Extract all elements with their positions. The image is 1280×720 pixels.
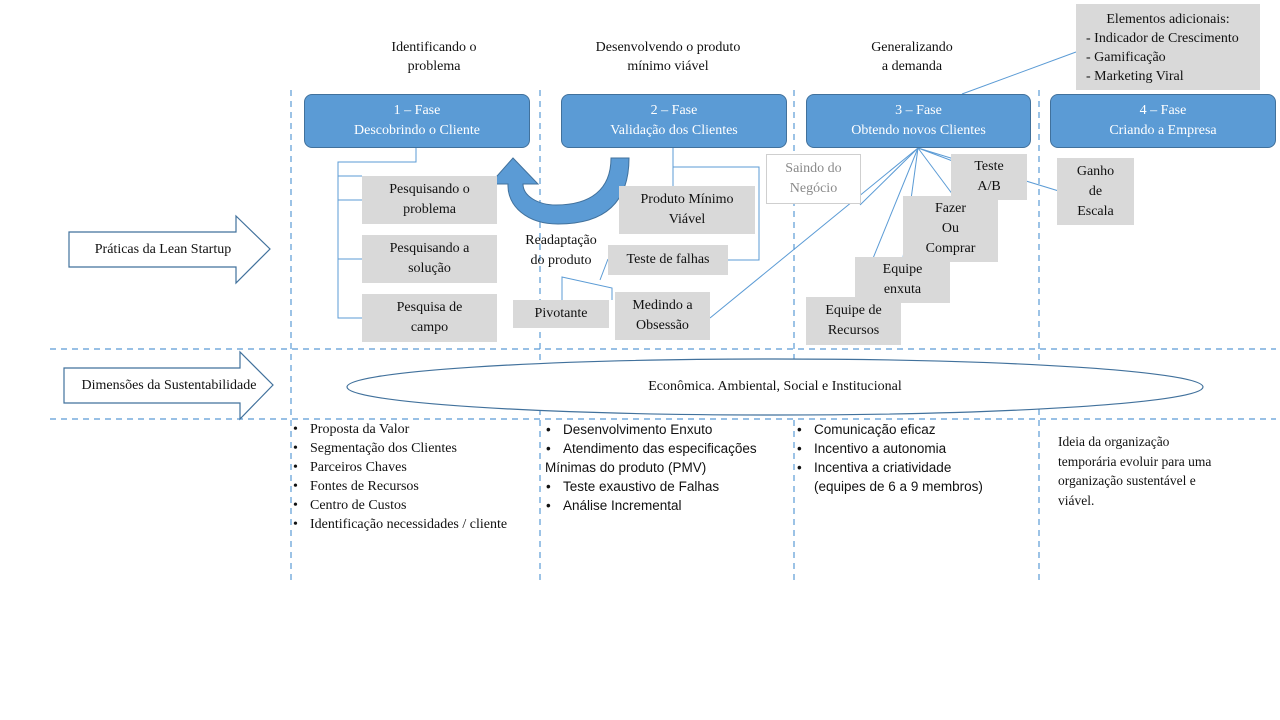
list-item: Segmentação dos Clientes [292,439,507,458]
stage-label-generalize: Generalizando a demanda [871,40,953,74]
phase-name: Criando a Empresa [1109,123,1217,138]
practice-box-research-solution: Pesquisando a solução [362,235,497,283]
list-item: Teste exaustivo de Falhas [545,477,757,496]
list-item: Desenvolvimento Enxuto [545,420,757,439]
practice-box-obsession: Medindo a Obsessão [615,292,710,340]
additional-elements-box: Elementos adicionais: - Indicador de Cre… [1076,4,1260,90]
readaptation-label: Readaptação do produto [525,233,597,268]
practice-box-make-or-buy: Fazer Ou Comprar [903,196,998,262]
phase-3-box: 3 – Fase Obtendo novos Clientes [806,94,1031,148]
list-item: Atendimento das especificações [545,439,757,458]
phase-name: Obtendo novos Clientes [851,123,986,138]
list-item: Incentivo a autonomia [796,439,983,458]
practice-box-ab-test: Teste A/B [951,154,1027,200]
list-item: Parceiros Chaves [292,458,507,477]
practice-box-mvp: Produto Mínimo Viável [619,186,755,234]
phase-1-box: 1 – Fase Descobrindo o Cliente [304,94,530,148]
phase-number: 2 – Fase [650,103,698,118]
practice-box-field-research: Pesquisa de campo [362,294,497,342]
practice-box-lean-team: Equipe enxuta [855,257,950,303]
additional-item: - Indicador de Crescimento [1086,31,1239,46]
phase-name: Validação dos Clientes [610,123,738,138]
list-item: Proposta da Valor [292,420,507,439]
stage-label-develop: Desenvolvendo o produto mínimo viável [595,40,741,74]
practice-box-resource-team: Equipe de Recursos [806,297,901,345]
list-item: Centro de Custos [292,496,507,515]
additional-elements-title: Elementos adicionais: [1106,12,1230,27]
additional-item: - Marketing Viral [1086,69,1184,84]
sustainability-dimensions-text: Econômica. Ambiental, Social e Instituci… [648,379,902,394]
sustainability-ellipse [346,358,1204,416]
sustainability-row-label: Dimensões da Sustentabilidade [81,377,257,393]
practice-box-pivot: Pivotante [513,300,609,328]
practices-row-label: Práticas da Lean Startup [94,241,232,257]
practices-arrow-shape [68,214,271,285]
phase-number: 1 – Fase [393,103,441,118]
phase-number: 4 – Fase [1139,103,1187,118]
list-item: Fontes de Recursos [292,477,507,496]
practice-box-leaving-business: Saindo do Negócio [766,154,861,204]
list-item: Comunicação eficaz [796,420,983,439]
phase-4-details-text: Ideia da organização temporária evoluir … [1058,434,1212,508]
additional-item: - Gamificação [1086,50,1166,65]
practice-box-research-problem: Pesquisando o problema [362,176,497,224]
phase-2-box: 2 – Fase Validação dos Clientes [561,94,787,148]
phase-name: Descobrindo o Cliente [354,123,480,138]
readaptation-curved-arrow [488,157,630,225]
stage-label-identify: Identificando o problema [391,40,477,74]
list-item-continuation: Mínimas do produto (PMV) [545,460,707,475]
phase-1-details-list: Proposta da Valor Segmentação dos Client… [292,420,507,534]
phase-4-box: 4 – Fase Criando a Empresa [1050,94,1276,148]
practice-box-scale-gain: Ganho de Escala [1057,158,1134,225]
sustainability-arrow-shape [63,350,274,421]
list-item: Incentiva a criatividade [796,458,983,477]
list-item-continuation: (equipes de 6 a 9 membros) [814,479,983,494]
practice-box-failure-test: Teste de falhas [608,245,728,275]
phase-number: 3 – Fase [895,103,942,118]
phase-2-details-list: Desenvolvimento Enxuto Atendimento das e… [545,420,757,515]
list-item: Identificação necessidades / cliente [292,515,507,534]
phase-3-details-list: Comunicação eficaz Incentivo a autonomia… [796,420,983,496]
list-item: Análise Incremental [545,496,757,515]
